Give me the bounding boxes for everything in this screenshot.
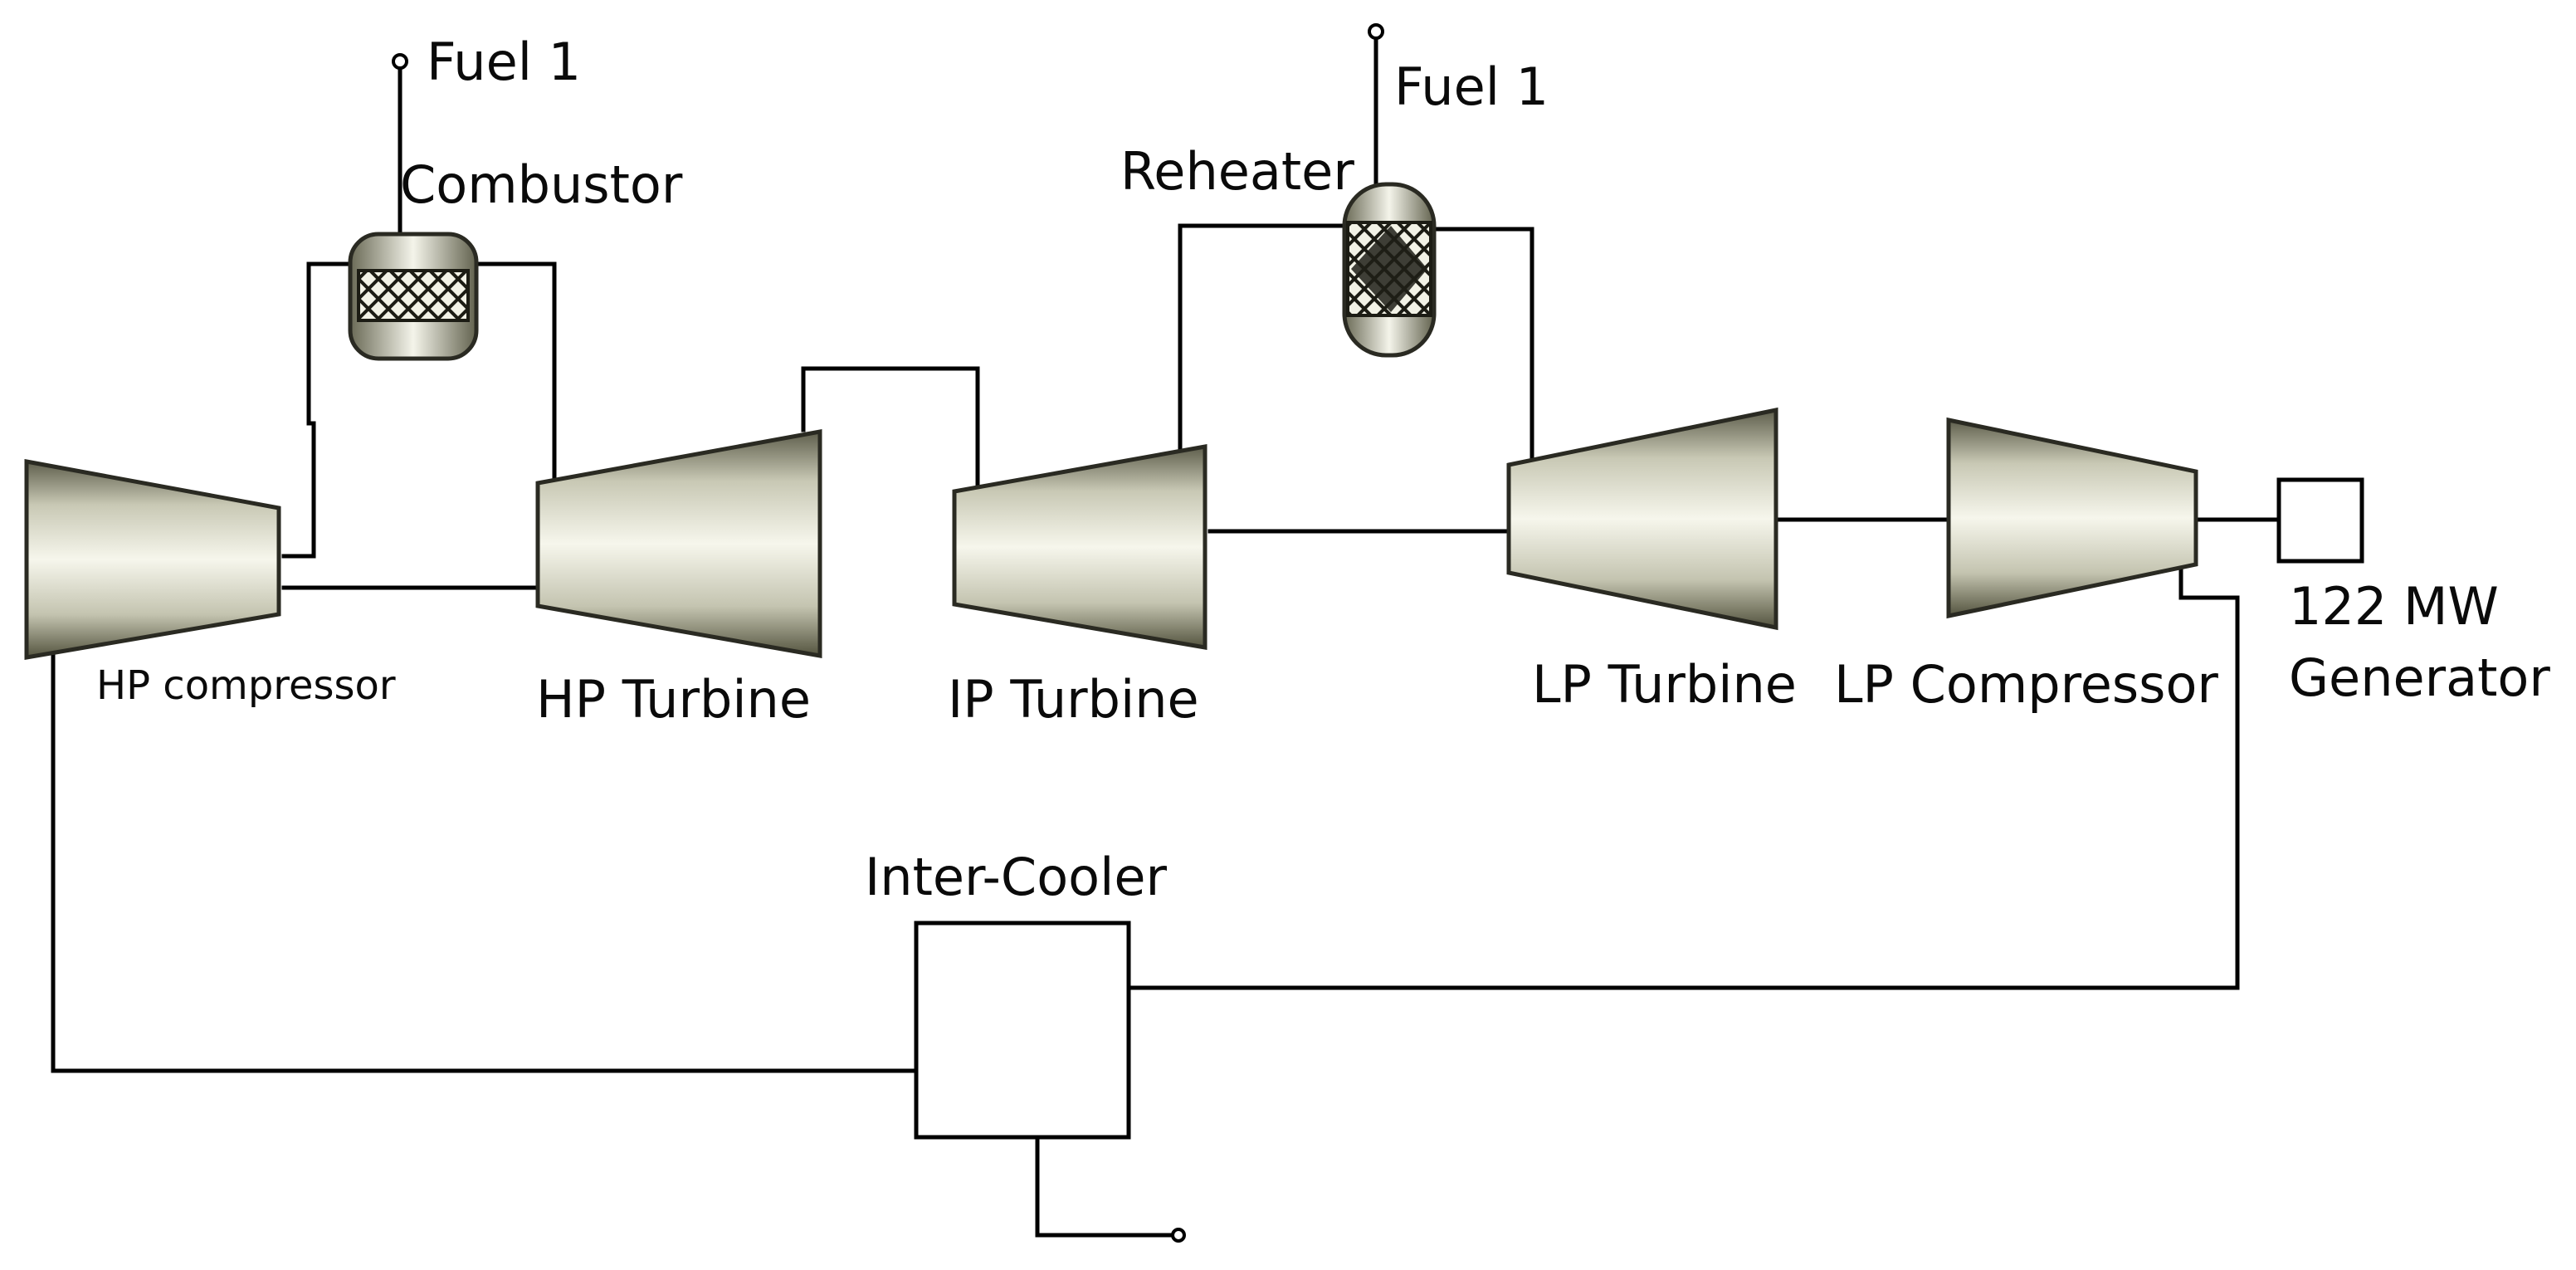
lp-compressor-icon[interactable] xyxy=(1946,417,2198,619)
stream-inter-cooler-drain[interactable] xyxy=(1035,1135,1174,1238)
inter-cooler-label: Inter-Cooler xyxy=(865,847,1167,907)
stream-ip-turbine-to-reheater[interactable] xyxy=(1178,223,1354,451)
stream-lines xyxy=(51,23,2281,1243)
stream-reheater-to-lp-turbine[interactable] xyxy=(1432,227,1534,461)
generator-label: Generator xyxy=(2289,647,2550,708)
stream-inter-cooler-to-hp-compressor[interactable] xyxy=(51,653,919,1073)
stream-combustor-to-hp-turbine[interactable] xyxy=(472,261,557,482)
generator-icon[interactable] xyxy=(2276,477,2364,564)
reheater-label: Reheater xyxy=(1120,141,1354,202)
stream-hp-turbine-to-ip-turbine[interactable] xyxy=(801,366,980,494)
fuel-port-icon[interactable] xyxy=(1368,23,1384,40)
lp-compressor-label: LP Compressor xyxy=(1834,654,2218,715)
hp-compressor-label: HP compressor xyxy=(96,662,396,709)
ip-turbine-icon[interactable] xyxy=(952,444,1208,650)
inter-cooler-icon[interactable] xyxy=(914,921,1131,1140)
fuel-port-icon[interactable] xyxy=(392,53,408,70)
fuel-label: Fuel 1 xyxy=(427,32,581,92)
hp-turbine-icon[interactable] xyxy=(535,429,822,658)
reheater-icon[interactable] xyxy=(1342,182,1437,358)
lp-turbine-label: LP Turbine xyxy=(1532,654,1797,715)
hp-turbine-label: HP Turbine xyxy=(536,669,811,730)
lp-turbine-icon[interactable] xyxy=(1506,407,1778,631)
combustor-label: Combustor xyxy=(400,154,683,215)
fuel-label: Fuel 1 xyxy=(1394,56,1549,117)
drain-port-icon[interactable] xyxy=(1171,1228,1186,1243)
stream-hp-compressor-to-combustor[interactable] xyxy=(281,261,358,559)
combustor-icon[interactable] xyxy=(348,232,479,361)
generator-power-label: 122 MW xyxy=(2289,576,2499,637)
ip-turbine-label: IP Turbine xyxy=(948,669,1199,730)
hp-compressor-icon[interactable] xyxy=(24,458,281,660)
labels: Fuel 1 Combustor Fuel 1 Reheater HP comp… xyxy=(96,32,2550,907)
stream-lp-compressor-to-inter-cooler[interactable] xyxy=(1128,560,2240,990)
